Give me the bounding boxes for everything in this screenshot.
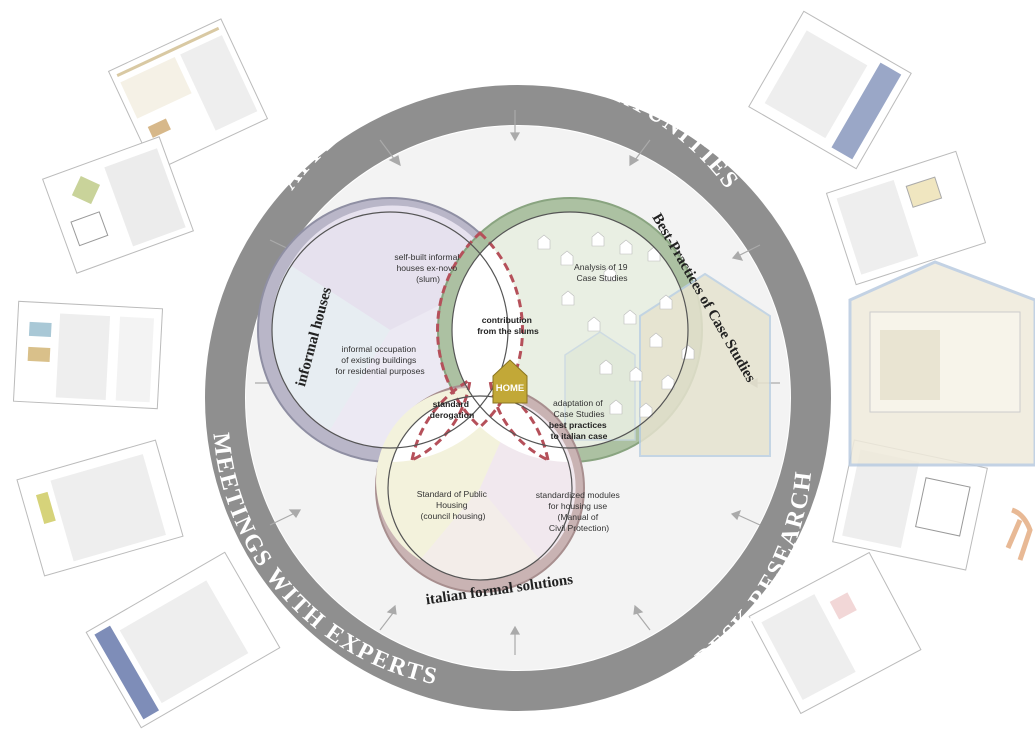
document-thumbnail xyxy=(748,551,922,715)
case-study-house-icons xyxy=(537,231,695,418)
document-thumbnail xyxy=(85,551,281,729)
home-label: HOME xyxy=(496,383,525,394)
region-contribution: contribution from the slums xyxy=(477,315,539,336)
home-icon: HOME xyxy=(492,359,528,404)
house-outline-right xyxy=(848,260,1035,467)
inner-lens-lines xyxy=(271,211,689,581)
region-public-housing: Standard of Public Housing (council hous… xyxy=(417,489,490,521)
document-thumbnail xyxy=(748,10,912,170)
decorative-figure xyxy=(1005,507,1033,561)
document-thumbnail xyxy=(832,439,988,571)
region-adaptation: adaptation of Case Studies xyxy=(553,398,605,419)
document-thumbnail xyxy=(12,300,164,410)
document-thumbnail xyxy=(107,18,269,172)
region-slum: self-built informal houses ex-novo (slum… xyxy=(394,252,461,284)
document-thumbnail xyxy=(16,439,184,577)
region-derogation: standard derogation xyxy=(430,399,474,420)
document-thumbnail xyxy=(41,136,195,274)
region-occupation: informal occupation of existing building… xyxy=(335,344,424,376)
document-thumbnails xyxy=(12,10,988,729)
region-modules: standardized modules for housing use (Ma… xyxy=(536,490,622,533)
document-thumbnail xyxy=(825,150,987,286)
intersection-dashed-outlines xyxy=(409,230,551,463)
region-case-studies: Analysis of 19 Case Studies xyxy=(574,262,630,283)
region-adaptation-best: best practices to italian case xyxy=(549,420,609,441)
